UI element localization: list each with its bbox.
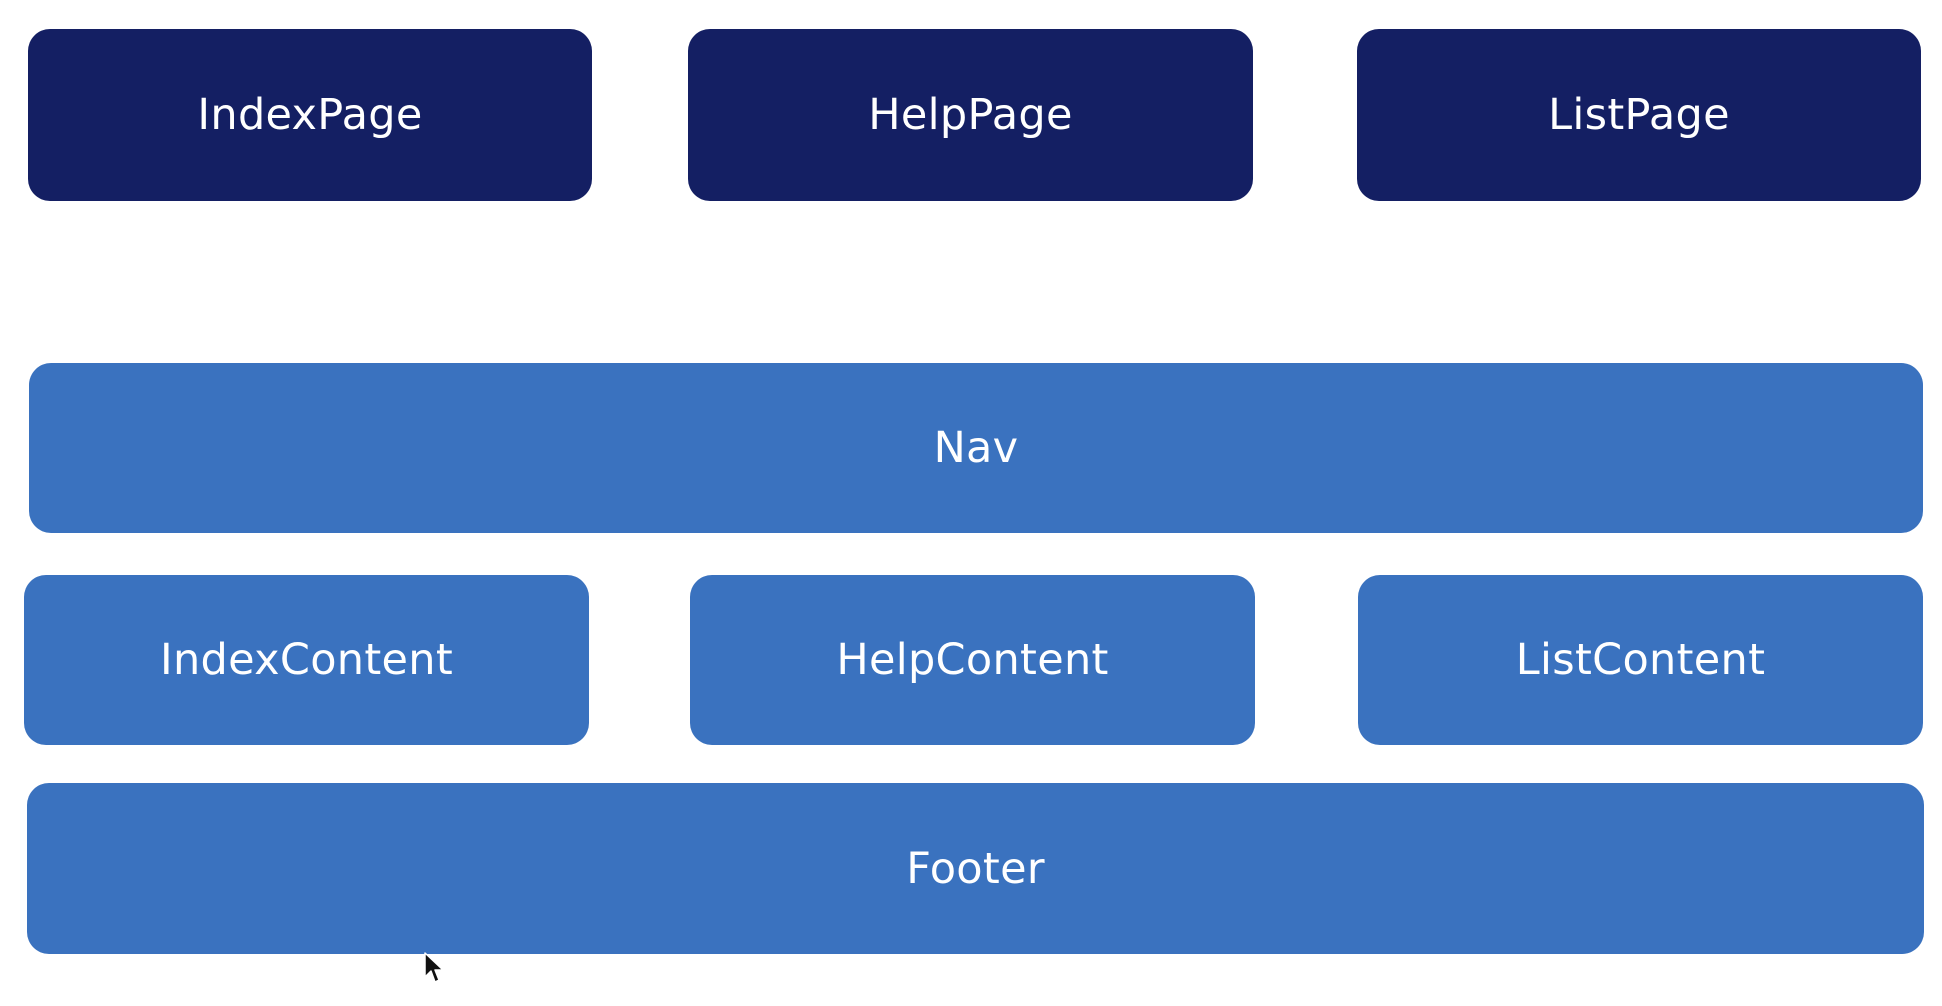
index-page-box: IndexPage xyxy=(28,29,592,201)
footer-label: Footer xyxy=(906,843,1045,894)
help-content-label: HelpContent xyxy=(836,635,1109,685)
nav-box: Nav xyxy=(29,363,1923,533)
footer-box: Footer xyxy=(27,783,1924,954)
index-content-box: IndexContent xyxy=(24,575,589,745)
mouse-pointer-icon xyxy=(424,952,444,983)
list-content-box: ListContent xyxy=(1358,575,1923,745)
nav-label: Nav xyxy=(933,423,1019,473)
list-page-label: ListPage xyxy=(1548,90,1730,140)
index-page-label: IndexPage xyxy=(197,90,423,140)
index-content-label: IndexContent xyxy=(160,635,453,685)
list-page-box: ListPage xyxy=(1357,29,1921,201)
help-page-box: HelpPage xyxy=(688,29,1253,201)
help-content-box: HelpContent xyxy=(690,575,1255,745)
help-page-label: HelpPage xyxy=(868,90,1073,140)
list-content-label: ListContent xyxy=(1515,635,1766,685)
